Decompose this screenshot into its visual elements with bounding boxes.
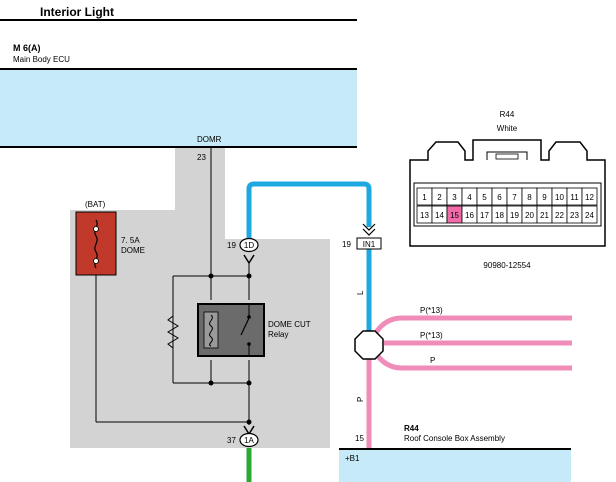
relay-coil-housing — [203, 311, 219, 349]
ecu-block — [0, 68, 357, 148]
pin-number: 11 — [570, 193, 579, 202]
assembly-name: Roof Console Box Assembly — [404, 434, 505, 443]
ecu-name: Main Body ECU — [13, 55, 70, 64]
connector-1a-badge — [239, 432, 259, 448]
relay-contact-dot — [247, 342, 251, 346]
ecu-terminal-name: DOMR — [197, 135, 222, 144]
pin-number: 9 — [542, 193, 547, 202]
splice-dot — [208, 380, 214, 386]
pin-number: 7 — [512, 193, 517, 202]
wire-branch-1 — [372, 315, 572, 336]
pin-number: 20 — [525, 211, 534, 220]
connector-1d-pin: 19 — [227, 241, 236, 250]
assembly-block — [339, 449, 571, 482]
pin-number: 24 — [585, 211, 594, 220]
connector-1a-pin: 37 — [227, 436, 236, 445]
relay-name-line1: DOME CUT — [268, 320, 311, 329]
relay-contact-dot — [247, 315, 251, 319]
pin-number: 6 — [497, 193, 502, 202]
relay-name-line2: Relay — [268, 330, 288, 339]
pin-cell — [581, 187, 598, 206]
assembly-pin: 15 — [355, 434, 364, 443]
fuse-terminal — [93, 258, 99, 264]
splice-dot — [246, 380, 252, 386]
pin-number: 15 — [450, 211, 459, 220]
branch-2-label: P(*13) — [420, 331, 443, 340]
pin-number: 16 — [465, 211, 474, 220]
connector-latch — [486, 151, 528, 160]
pin-number: 12 — [585, 193, 594, 202]
pin-number: 4 — [467, 193, 472, 202]
connector-1a-id: 1A — [244, 436, 254, 445]
connector-in1-id: IN1 — [363, 240, 376, 249]
assembly-terminal: +B1 — [345, 454, 360, 463]
relay-switch-icon — [240, 317, 250, 336]
pin-number: 21 — [540, 211, 549, 220]
connector-in1-pin: 19 — [342, 240, 351, 249]
relay-coil-icon — [209, 314, 213, 347]
pin-number: 1 — [422, 193, 427, 202]
resistor-symbol — [167, 315, 179, 349]
pin-number: 8 — [527, 193, 532, 202]
splice-dot — [208, 273, 214, 279]
fuse-terminal — [93, 226, 99, 232]
connector-latch-tab — [495, 153, 519, 160]
pin-number: 13 — [420, 211, 429, 220]
diagram-title: Interior Light — [40, 5, 114, 19]
pinout-part-number: 90980-12554 — [483, 261, 531, 270]
fuse-rating: 7. 5A — [121, 236, 140, 245]
junction-block-area — [70, 148, 330, 448]
pinout-color: White — [497, 124, 518, 133]
pin-number: 23 — [570, 211, 579, 220]
pin-number: 2 — [437, 193, 442, 202]
fuse-source: (BAT) — [85, 200, 106, 209]
pin-number: 17 — [480, 211, 489, 220]
connector-1d-badge — [239, 237, 259, 253]
wire-branch-3 — [372, 350, 572, 371]
wire-junction-connector — [354, 330, 384, 360]
connector-in1-arrow-icon — [362, 223, 376, 236]
pin-number: 5 — [482, 193, 487, 202]
pin-cell — [581, 205, 598, 224]
pin-number: 22 — [555, 211, 564, 220]
branch-3-label: P — [430, 356, 435, 365]
ecu-terminal-pin: 23 — [197, 153, 206, 162]
wire-l-blue — [246, 181, 372, 239]
wire-color-p: P — [356, 397, 365, 402]
splice-dot — [246, 419, 252, 425]
assembly-code: R44 — [404, 424, 419, 433]
pin-number: 19 — [510, 211, 519, 220]
splice-dot — [246, 273, 252, 279]
branch-1-label: P(*13) — [420, 306, 443, 315]
pin-number: 18 — [495, 211, 504, 220]
fuse-name: DOME — [121, 246, 145, 255]
connector-in1-badge — [356, 237, 382, 250]
connector-1d-id: 1D — [244, 241, 254, 250]
pinout-code: R44 — [500, 110, 515, 119]
connector-1d-arrow-icon — [243, 254, 255, 265]
wire-color-l: L — [356, 290, 365, 295]
ecu-code: M 6(A) — [13, 43, 41, 53]
pin-number: 10 — [555, 193, 564, 202]
pin-number: 14 — [435, 211, 444, 220]
pin-number: 3 — [452, 193, 457, 202]
